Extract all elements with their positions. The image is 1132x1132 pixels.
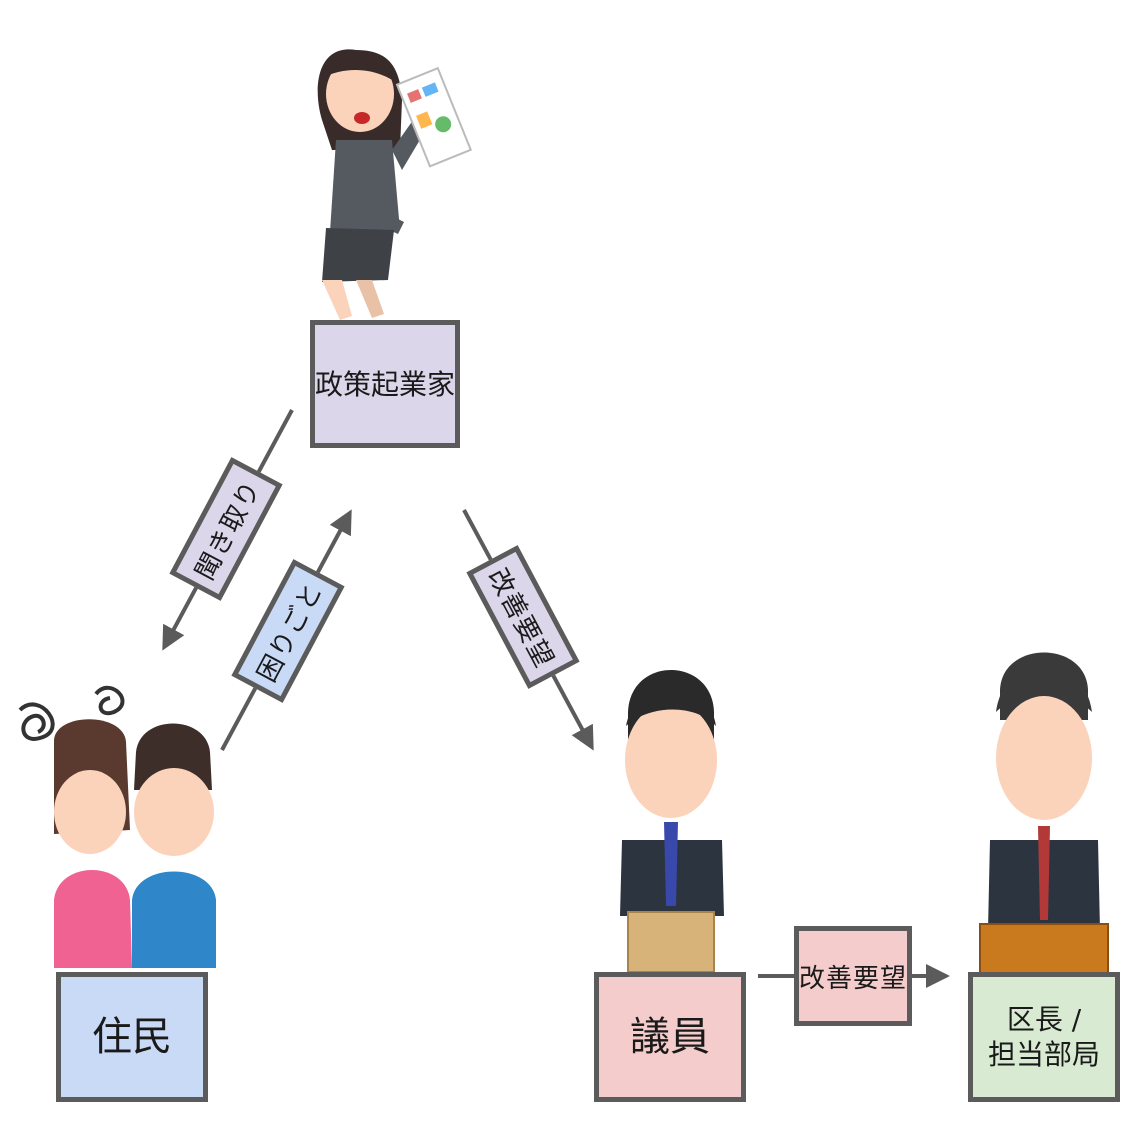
entrepreneur-illustration	[317, 49, 473, 320]
node-council-member-label: 議員	[630, 1014, 710, 1060]
edge-label-request-horizontal: 改善要望	[794, 926, 912, 1026]
node-ward-head-line1: 区長 /	[1006, 1003, 1082, 1036]
node-residents: 住民	[56, 972, 208, 1102]
node-residents-label: 住民	[92, 1014, 172, 1060]
residents-illustration	[18, 686, 216, 968]
edge-label-request-horizontal-text: 改善要望	[799, 963, 908, 994]
node-policy-entrepreneur: 政策起業家	[310, 320, 460, 448]
node-policy-entrepreneur-label: 政策起業家	[315, 367, 456, 401]
council-member-illustration	[620, 670, 724, 973]
node-council-member: 議員	[594, 972, 746, 1102]
node-ward-head-line2: 担当部局	[987, 1038, 1100, 1071]
ward-head-illustration	[979, 652, 1109, 975]
node-ward-head: 区長 / 担当部局	[968, 972, 1120, 1102]
